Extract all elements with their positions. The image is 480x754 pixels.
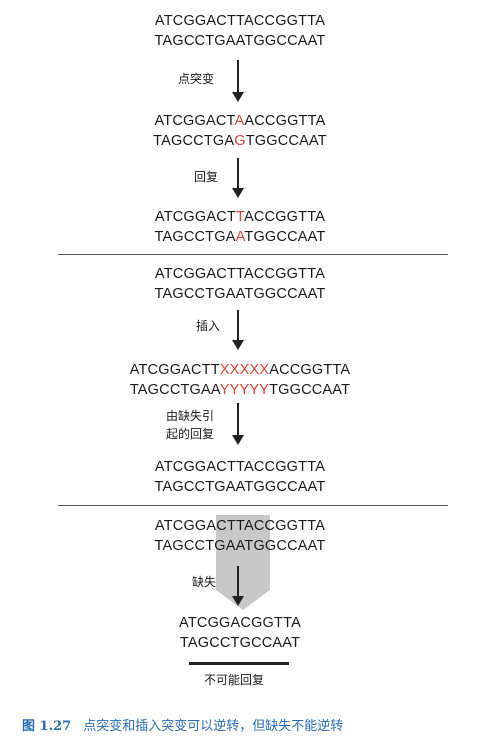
- reversion-label: 回复: [194, 170, 219, 184]
- down-arrow-icon: [232, 310, 244, 350]
- inserted-bases: YYYYY: [219, 382, 270, 398]
- panel2-original-bottom-strand: TAGCCTGAATGGCCAAT: [154, 286, 326, 302]
- deletion-label: 缺失: [192, 575, 217, 589]
- panel1-original-top-strand: ATCGGACTTACCGGTTA: [154, 13, 326, 29]
- caption-text: 点突变和插入突变可以逆转，但缺失不能逆转: [83, 719, 344, 734]
- panel1-revert-top-strand: ATCGGACTTACCGGTTA: [154, 209, 326, 225]
- panel3-result-top-strand: ATCGGACGGTTA: [179, 615, 301, 631]
- panel2-original-top-strand: ATCGGACTTACCGGTTA: [154, 266, 326, 282]
- panel3-result-bottom-strand: TAGCCTGCCAAT: [179, 635, 301, 651]
- mutated-base: G: [234, 133, 246, 149]
- panel1-mutant-top-strand: ATCGGACTAACCGGTTA: [154, 113, 326, 129]
- inserted-bases: XXXXX: [219, 362, 270, 378]
- figure-number: 图 1.27: [22, 719, 72, 734]
- panel1-revert-bottom-strand: TAGCCTGAATGGCCAAT: [154, 229, 326, 245]
- irreversible-label: 不可能回复: [204, 673, 265, 687]
- panel2-insert-top-strand: ATCGGACTTXXXXXACCGGTTA: [129, 362, 351, 378]
- panel-divider: [58, 505, 448, 506]
- down-arrow-icon: [232, 403, 244, 445]
- irreversible-bar: [189, 662, 289, 665]
- panel2-insert-bottom-strand: TAGCCTGAAYYYYYTGGCCAAT: [129, 382, 351, 398]
- reverted-base: T: [236, 209, 244, 225]
- point-mutation-label: 点突变: [178, 72, 215, 86]
- down-arrow-icon: [232, 60, 244, 102]
- down-arrow-icon: [232, 158, 244, 198]
- reverted-base: A: [235, 229, 245, 245]
- panel2-revert-top-strand: ATCGGACTTACCGGTTA: [154, 459, 326, 475]
- panel1-mutant-bottom-strand: TAGCCTGAGTGGCCAAT: [153, 133, 327, 149]
- figure-caption: 图 1.27 点突变和插入突变可以逆转，但缺失不能逆转: [22, 715, 343, 734]
- panel1-original-bottom-strand: TAGCCTGAATGGCCAAT: [154, 33, 326, 49]
- panel3-original-top-strand: ATCGGACTTACCGGTTA: [154, 518, 326, 534]
- panel3-original-bottom-strand: TAGCCTGAATGGCCAAT: [154, 538, 326, 554]
- panel2-revert-bottom-strand: TAGCCTGAATGGCCAAT: [154, 479, 326, 495]
- down-arrow-icon: [232, 566, 244, 606]
- deletion-reversion-label-line2: 起的回复: [166, 427, 215, 441]
- insertion-label: 插入: [196, 319, 221, 333]
- mutated-base: A: [234, 113, 245, 129]
- panel-divider: [58, 254, 448, 255]
- deletion-reversion-label-line1: 由缺失引: [166, 409, 215, 423]
